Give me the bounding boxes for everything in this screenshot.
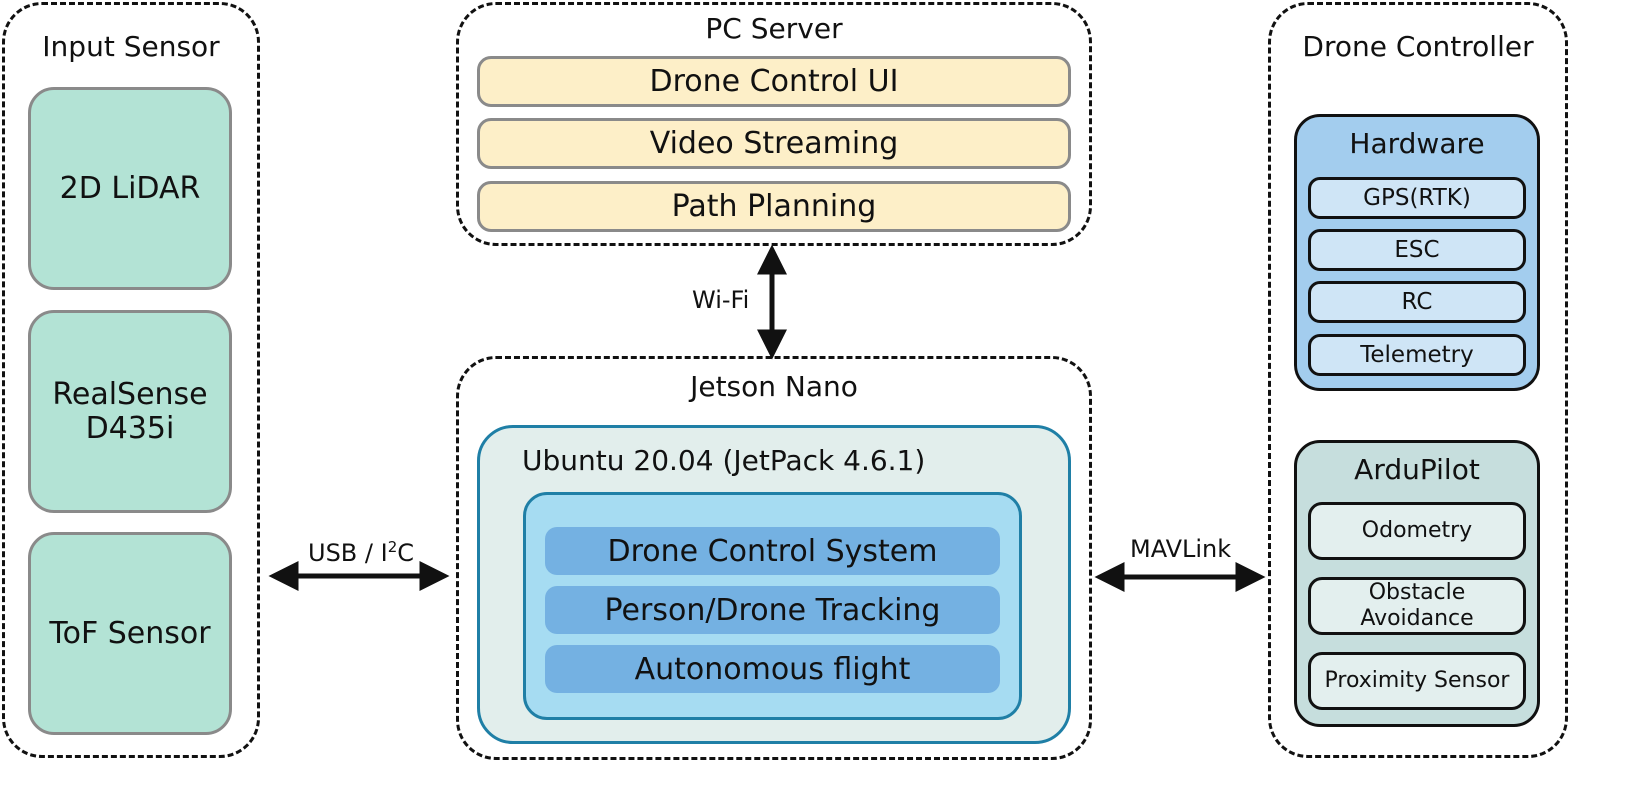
hardware-item-rc: RC [1308, 281, 1526, 323]
ubuntu-label: Ubuntu 20.04 (JetPack 4.6.1) [522, 444, 926, 477]
server-item-path-planning: Path Planning [477, 181, 1071, 232]
ardupilot-item-obstacle-avoidance: Obstacle Avoidance [1308, 577, 1526, 635]
drone-controller-group [1268, 2, 1568, 758]
pc-server-title: PC Server [705, 12, 843, 45]
drone-controller-title: Drone Controller [1302, 30, 1534, 63]
ardupilot-item-proximity-sensor: Proximity Sensor [1308, 652, 1526, 710]
hardware-title: Hardware [1349, 127, 1485, 160]
usb-i2c-label: USB / I2C [308, 538, 414, 567]
ardupilot-item-odometry: Odometry [1308, 502, 1526, 560]
sensor-2d-lidar: 2D LiDAR [28, 87, 232, 290]
mavlink-label: MAVLink [1130, 535, 1232, 563]
server-item-drone-control-ui: Drone Control UI [477, 56, 1071, 107]
input-sensor-title: Input Sensor [42, 30, 220, 63]
sensor-tof: ToF Sensor [28, 532, 232, 735]
input-sensor-group [2, 2, 260, 758]
hardware-item-esc: ESC [1308, 229, 1526, 271]
ardupilot-title: ArduPilot [1354, 453, 1480, 486]
server-item-video-streaming: Video Streaming [477, 118, 1071, 169]
module-autonomous-flight: Autonomous flight [545, 645, 1000, 693]
jetson-nano-title: Jetson Nano [690, 370, 858, 403]
hardware-item-gps-rtk: GPS(RTK) [1308, 177, 1526, 219]
sensor-realsense-d435i: RealSense D435i [28, 310, 232, 513]
module-drone-control-system: Drone Control System [545, 527, 1000, 575]
usb-i2c-label-prefix: USB / I [308, 539, 388, 567]
usb-i2c-label-suffix: C [397, 539, 414, 567]
hardware-item-telemetry: Telemetry [1308, 334, 1526, 376]
wifi-label: Wi-Fi [692, 286, 750, 314]
usb-i2c-label-sup: 2 [387, 538, 398, 556]
module-person-drone-tracking: Person/Drone Tracking [545, 586, 1000, 634]
